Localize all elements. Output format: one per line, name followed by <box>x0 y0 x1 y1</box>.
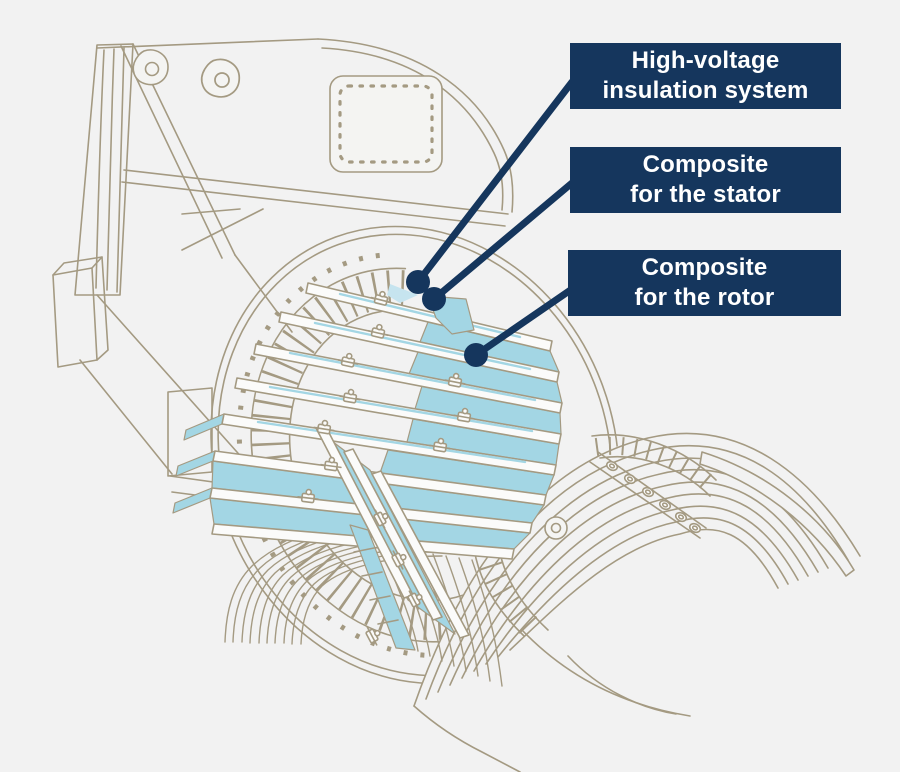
rotor-lower-bars <box>315 424 470 651</box>
label-composite-rotor: Composite for the rotor <box>568 250 841 316</box>
callout-dot-stator <box>422 287 446 311</box>
shaft-pin-detail <box>544 516 568 540</box>
callout-dots <box>406 270 488 367</box>
label-high-voltage-insulation: High-voltage insulation system <box>570 43 841 109</box>
label-high-voltage-insulation-text: High-voltage insulation system <box>602 47 809 104</box>
leader-line-insulation <box>414 78 576 286</box>
label-composite-stator: Composite for the stator <box>570 147 841 213</box>
inspection-panel <box>329 75 443 173</box>
label-composite-stator-text: Composite for the stator <box>630 151 781 208</box>
housing-louver-panel <box>74 43 134 296</box>
leader-line-stator <box>430 179 576 303</box>
generator-housing <box>52 38 514 513</box>
housing-base-pedestal <box>52 256 109 368</box>
composite-strip <box>349 524 416 651</box>
callout-dot-rotor <box>464 343 488 367</box>
callout-dot-insulation <box>406 270 430 294</box>
mounting-lug-left <box>132 49 169 86</box>
leader-lines <box>414 78 576 359</box>
mounting-lug-right <box>200 58 241 98</box>
cover-crescent-edge <box>699 451 855 577</box>
leader-line-rotor <box>472 285 576 359</box>
bolted-seam <box>589 451 707 539</box>
shaft-collar-segments <box>591 434 720 497</box>
label-composite-rotor-text: Composite for the rotor <box>634 254 775 311</box>
